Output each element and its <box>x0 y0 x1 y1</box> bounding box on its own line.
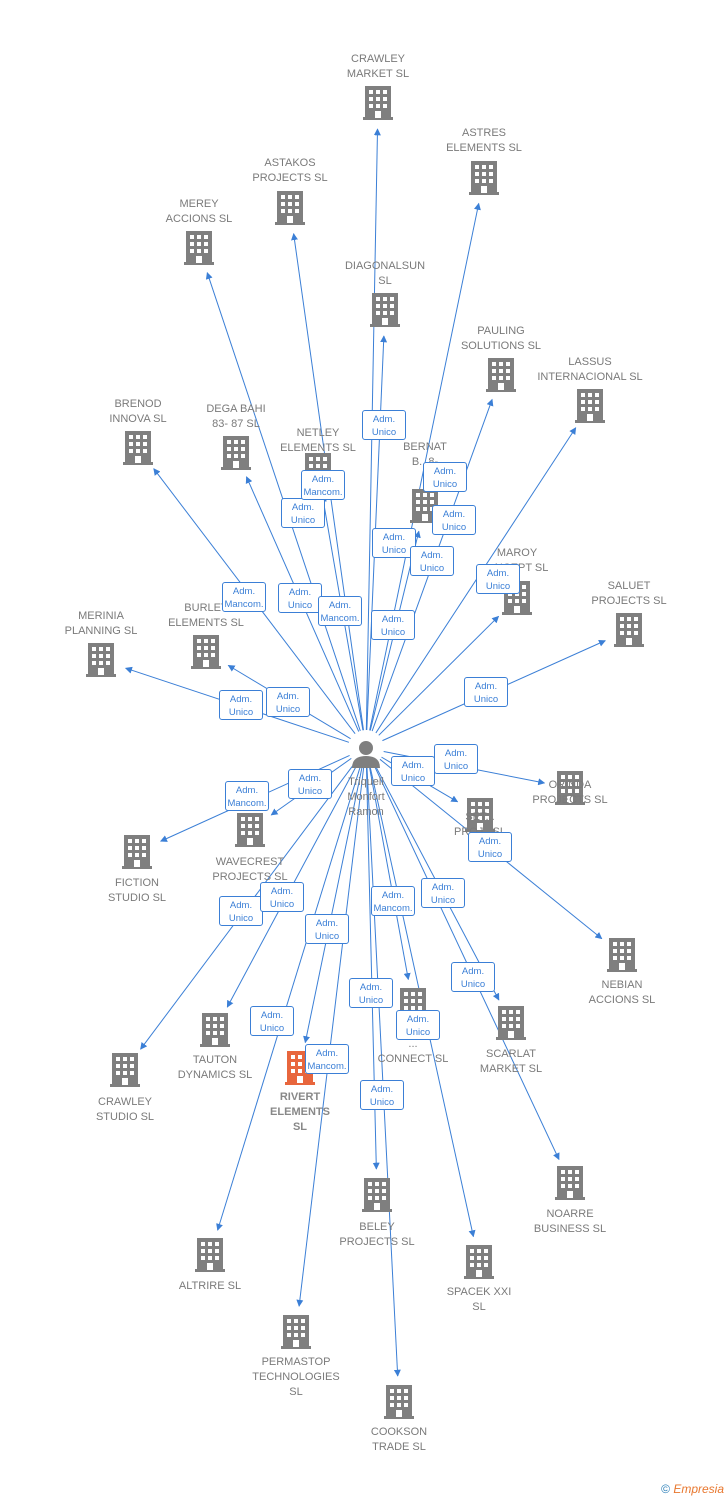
role-badge-nebian-accions[interactable]: Adm. Unico <box>468 832 512 862</box>
role-badge-saluet-projects[interactable]: Adm. Unico <box>464 677 508 707</box>
company-label-netley-elements[interactable]: NETLEY ELEMENTS SL <box>280 427 356 454</box>
company-label-merey-accions[interactable]: MEREY ACCIONS SL <box>165 198 233 225</box>
building-icon-spacek-xxi[interactable] <box>464 1245 494 1279</box>
building-icon-brenod-innova[interactable] <box>123 431 153 465</box>
edge-lassus-internacional <box>375 427 577 734</box>
role-badge-lassus-internacional[interactable]: Adm. Unico <box>476 564 520 594</box>
copyright-symbol: © <box>661 1482 670 1496</box>
building-icon-beley-projects[interactable] <box>362 1178 392 1212</box>
edge-noarre-business <box>373 764 560 1161</box>
role-badge-sete-projects[interactable]: Adm. Unico <box>391 756 435 786</box>
role-badge-altrire[interactable]: Adm. Unico <box>250 1006 294 1036</box>
company-label-cookson-trade[interactable]: COOKSON TRADE SL <box>370 1426 428 1453</box>
building-icon-scarlat-market[interactable] <box>496 1006 526 1040</box>
company-label-crawley-market[interactable]: CRAWLEY MARKET SL <box>346 53 410 80</box>
building-icon-burlet-elements[interactable] <box>191 635 221 669</box>
company-label-lassus-internacional[interactable]: LASSUS INTERNACIONAL SL <box>537 356 643 383</box>
company-label-spacek-xxi[interactable]: SPACEK XXI SL <box>446 1286 512 1313</box>
building-icon-noarre-business[interactable] <box>555 1166 585 1200</box>
company-label-orinda-projects[interactable]: ORINDA PROJECTS SL <box>532 779 608 806</box>
building-icon-lassus-internacional[interactable] <box>575 389 605 423</box>
company-label-tauton-dynamics[interactable]: TAUTON DYNAMICS SL <box>177 1054 253 1081</box>
role-badge-crawley-market[interactable]: Adm. Unico <box>362 410 406 440</box>
role-badge-permastop-technologies[interactable]: Adm. Mancom. <box>305 1044 349 1074</box>
building-icon-fiction-studio[interactable] <box>122 835 152 869</box>
role-badge-spacek-xxi[interactable]: Adm. Unico <box>396 1010 440 1040</box>
company-label-merinia-planning[interactable]: MERINIA PLANNING SL <box>64 610 138 637</box>
building-icon-cookson-trade[interactable] <box>384 1385 414 1419</box>
company-label-astres-elements[interactable]: ASTRES ELEMENTS SL <box>446 127 522 154</box>
company-label-nebian-accions[interactable]: NEBIAN ACCIONS SL <box>588 979 656 1006</box>
role-badge-bernat[interactable]: Adm. Unico <box>410 546 454 576</box>
role-badge-maroy-concept[interactable]: Adm. Unico <box>371 610 415 640</box>
company-label-scarlat-market[interactable]: SCARLAT MARKET SL <box>479 1048 543 1075</box>
building-icon-astres-elements[interactable] <box>469 161 499 195</box>
company-label-pauling-solutions[interactable]: PAULING SOLUTIONS SL <box>460 325 542 352</box>
role-badge-fiction-studio[interactable]: Adm. Mancom. <box>225 781 269 811</box>
company-label-diagonalsun[interactable]: DIAGONALSUN SL <box>344 260 426 287</box>
edge-rivert-elements <box>303 765 363 1044</box>
company-label-brenod-innova[interactable]: BRENOD INNOVA SL <box>109 398 167 425</box>
edge-maroy-concept <box>378 615 500 736</box>
edge-cookson-trade <box>366 765 401 1377</box>
building-icon-crawley-market[interactable] <box>363 86 393 120</box>
building-icon-merey-accions[interactable] <box>184 231 214 265</box>
building-icon-pauling-solutions[interactable] <box>486 358 516 392</box>
building-icon-saluet-projects[interactable] <box>614 613 644 647</box>
copyright: © Empresia <box>661 1482 724 1496</box>
empresia-logo[interactable]: Empresia <box>673 1482 724 1496</box>
role-badge-cookson-trade[interactable]: Adm. Unico <box>360 1080 404 1110</box>
building-icon-diagonalsun[interactable] <box>370 293 400 327</box>
company-label-fiction-studio[interactable]: FICTION STUDIO SL <box>107 877 167 904</box>
building-icon-dega-bahi[interactable] <box>221 436 251 470</box>
role-badge-crawley-studio[interactable]: Adm. Unico <box>219 896 263 926</box>
company-label-wavecrest-projects[interactable]: WAVECREST PROJECTS SL <box>212 856 288 883</box>
edge-nimio-connect <box>368 765 411 981</box>
role-badge-netley-elements[interactable]: Adm. Mancom. <box>318 596 362 626</box>
company-label-dega-bahi[interactable]: DEGA BAHI 83- 87 SL <box>206 403 266 430</box>
role-badge-diagonalsun[interactable]: Adm. Unico <box>372 528 416 558</box>
edge-altrire <box>216 765 362 1231</box>
company-label-astakos-projects[interactable]: ASTAKOS PROJECTS SL <box>252 157 328 184</box>
role-badge-dega-bahi[interactable]: Adm. Unico <box>278 583 322 613</box>
edge-permastop-technologies <box>296 765 365 1307</box>
role-badge-merey-accions[interactable]: Adm. Mancom. <box>301 470 345 500</box>
role-badge-wavecrest-projects[interactable]: Adm. Unico <box>288 769 332 799</box>
company-label-beley-projects[interactable]: BELEY PROJECTS SL <box>339 1221 415 1248</box>
company-label-burlet-elements[interactable]: BURLET ELEMENTS SL <box>168 602 244 629</box>
person-name[interactable]: Triquell Monfort Ramon <box>347 776 385 818</box>
company-label-noarre-business[interactable]: NOARRE BUSINESS SL <box>533 1208 607 1235</box>
role-badge-burlet-elements[interactable]: Adm. Unico <box>266 687 310 717</box>
building-icon-wavecrest-projects[interactable] <box>235 813 265 847</box>
building-icon-crawley-studio[interactable] <box>110 1053 140 1087</box>
building-icon-merinia-planning[interactable] <box>86 643 116 677</box>
building-icon-nebian-accions[interactable] <box>607 938 637 972</box>
person-icon <box>359 741 373 755</box>
role-badge-rivert-elements[interactable]: Adm. Unico <box>305 914 349 944</box>
company-label-saluet-projects[interactable]: SALUET PROJECTS SL <box>591 580 667 607</box>
building-icon-altrire[interactable] <box>195 1238 225 1272</box>
company-label-rivert-elements[interactable]: RIVERT ELEMENTS SL <box>270 1091 330 1133</box>
role-badge-tauton-dynamics[interactable]: Adm. Unico <box>260 882 304 912</box>
building-icon-astakos-projects[interactable] <box>275 191 305 225</box>
role-badge-noarre-business[interactable]: Adm. Unico <box>451 962 495 992</box>
company-label-nimio-connect[interactable]: ... CONNECT SL <box>377 1038 449 1065</box>
building-icon-permastop-technologies[interactable] <box>281 1315 311 1349</box>
role-badge-orinda-projects[interactable]: Adm. Unico <box>434 744 478 774</box>
building-icon-tauton-dynamics[interactable] <box>200 1013 230 1047</box>
company-label-altrire[interactable]: ALTRIRE SL <box>178 1280 242 1292</box>
company-label-crawley-studio[interactable]: CRAWLEY STUDIO SL <box>95 1096 155 1123</box>
role-badge-scarlat-market[interactable]: Adm. Unico <box>421 878 465 908</box>
company-label-permastop-technologies[interactable]: PERMASTOP TECHNOLOGIES SL <box>252 1356 340 1398</box>
role-badge-brenod-innova[interactable]: Adm. Mancom. <box>222 582 266 612</box>
role-badge-astakos-projects[interactable]: Adm. Unico <box>281 498 325 528</box>
person-node[interactable] <box>352 741 380 768</box>
role-badge-astres-elements[interactable]: Adm. Unico <box>432 505 476 535</box>
role-badge-merinia-planning[interactable]: Adm. Unico <box>219 690 263 720</box>
role-badge-nimio-connect[interactable]: Adm. Mancom. <box>371 886 415 916</box>
role-badge-pauling-solutions[interactable]: Adm. Unico <box>423 462 467 492</box>
role-badge-beley-projects[interactable]: Adm. Unico <box>349 978 393 1008</box>
